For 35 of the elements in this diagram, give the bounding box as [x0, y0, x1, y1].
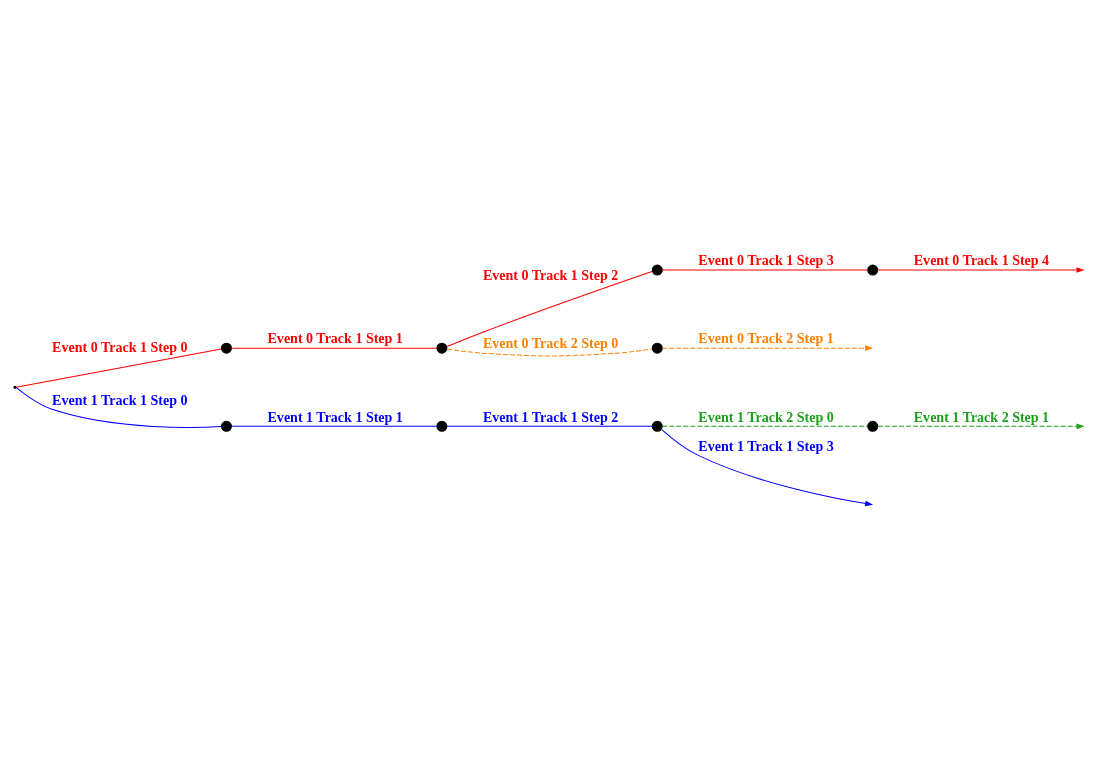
edge-label: Event 0 Track 1 Step 4 [913, 253, 1050, 269]
node-circle [651, 342, 663, 354]
node-circle [651, 264, 663, 276]
arrow [661, 345, 873, 351]
connector [446, 271, 653, 347]
edge-label: Event 1 Track 1 Step 1 [267, 409, 403, 425]
arrow [661, 429, 873, 507]
connector [15, 348, 222, 388]
edge-label: Event 0 Track 1 Step 1 [267, 331, 403, 347]
edge-label: Event 1 Track 2 Step 1 [913, 409, 1050, 425]
connector [15, 386, 222, 428]
edge-label: Event 1 Track 1 Step 2 [482, 409, 619, 425]
edge-label: Event 0 Track 2 Step 0 [482, 336, 619, 352]
connector [446, 425, 653, 427]
node-circle [436, 420, 448, 432]
edge-label: Event 0 Track 1 Step 0 [52, 340, 188, 356]
edge-label: Event 0 Track 1 Step 2 [482, 268, 619, 284]
connector [231, 425, 438, 427]
node-circle [651, 420, 663, 432]
node-circle [220, 342, 232, 354]
arrow [877, 267, 1084, 273]
connector [661, 425, 869, 427]
connector [231, 347, 438, 349]
edge-label: Event 0 Track 2 Step 1 [698, 331, 834, 347]
edge-label: Event 1 Track 1 Step 0 [52, 392, 188, 408]
node-circle [436, 342, 448, 354]
node-circle [867, 420, 879, 432]
node-circle [220, 420, 232, 432]
edge-label: Event 0 Track 1 Step 3 [698, 253, 834, 269]
arrow [877, 423, 1084, 429]
node-circle [867, 264, 879, 276]
edge-label: Event 1 Track 2 Step 0 [698, 409, 834, 425]
connector [446, 348, 653, 357]
edge-label: Event 1 Track 1 Step 3 [698, 438, 834, 454]
node-point [13, 385, 17, 389]
